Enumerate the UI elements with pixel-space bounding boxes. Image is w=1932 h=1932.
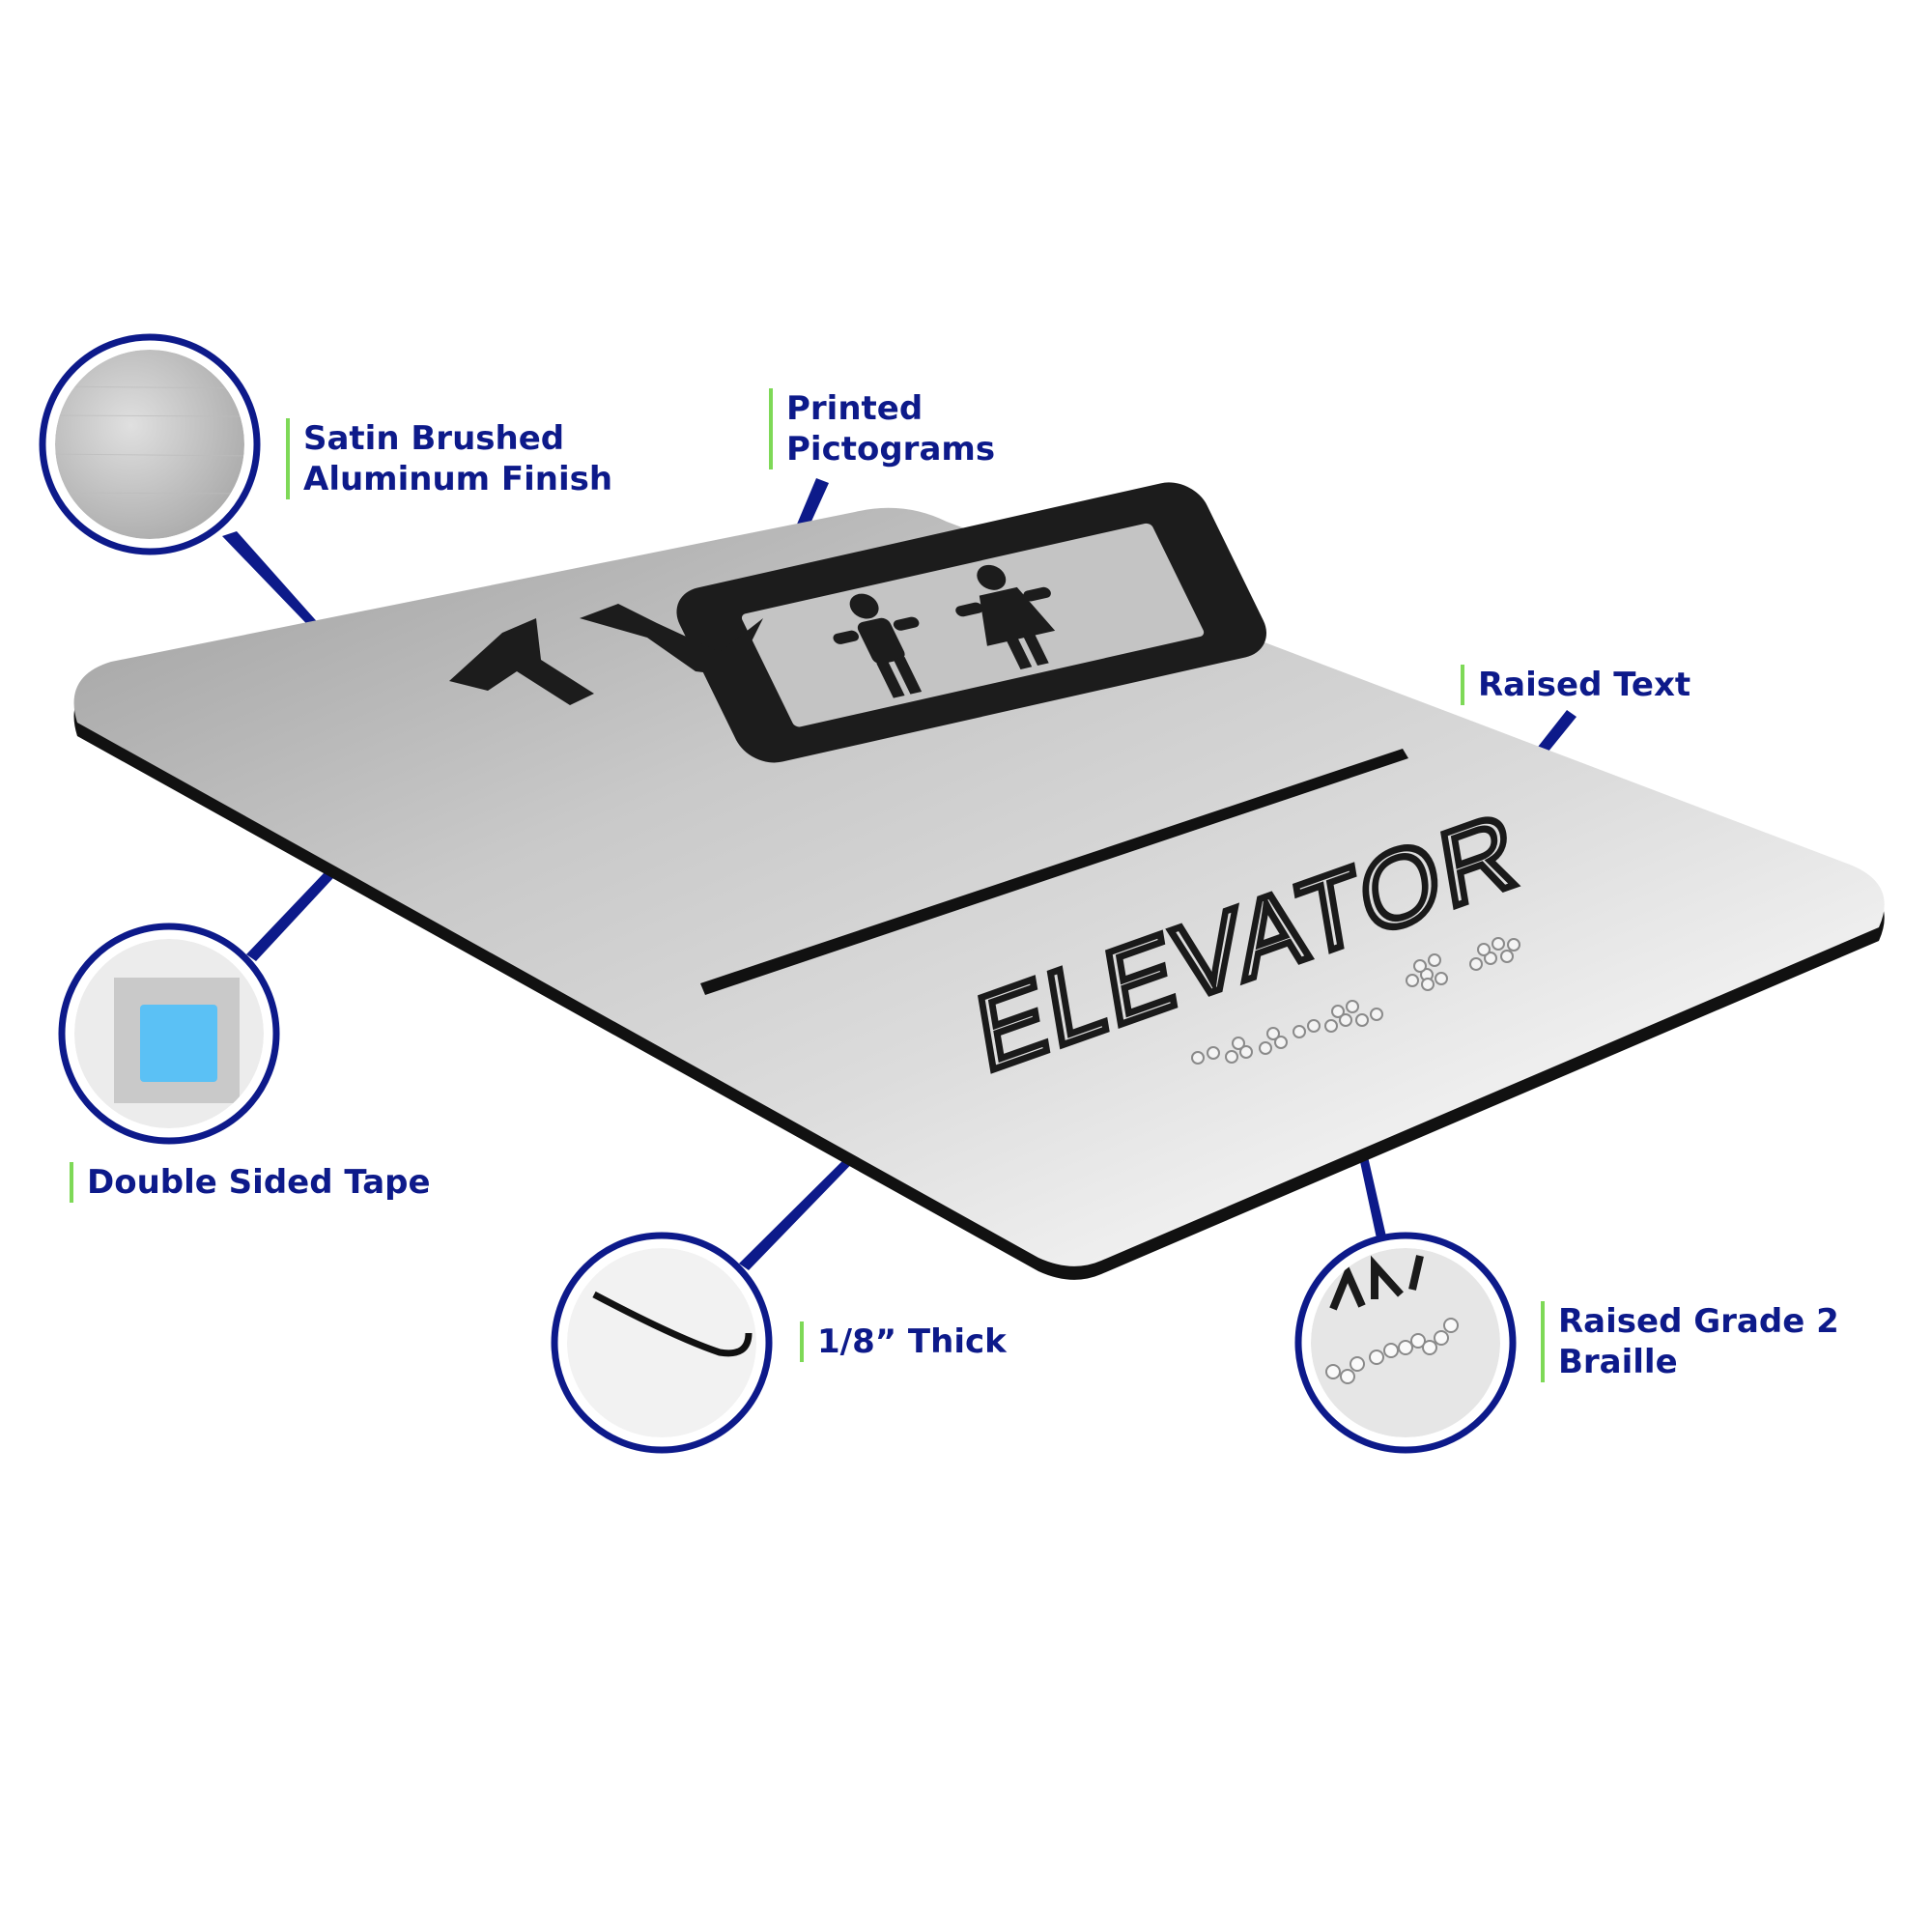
tape-icon: [140, 1005, 217, 1082]
thickness-detail-circle: [551, 1232, 773, 1454]
braille-dots: [1191, 937, 1520, 1065]
callout-pictograms: Printed Pictograms: [769, 388, 995, 469]
divider-line: [700, 749, 1408, 995]
up-arrow-icon: [449, 618, 594, 705]
callout-thickness: 1/8” Thick: [800, 1321, 1007, 1362]
braille-detail-circle: [1294, 1232, 1517, 1454]
callout-raised-text-line1: Raised Text: [1478, 666, 1691, 704]
man-icon: [833, 593, 923, 698]
callout-thickness-line1: 1/8” Thick: [817, 1322, 1007, 1361]
callout-braille-line2: Braille: [1558, 1343, 1678, 1381]
callout-finish: Satin Brushed Aluminum Finish: [286, 418, 612, 499]
callout-pictograms-line2: Pictograms: [786, 430, 996, 469]
callout-braille: Raised Grade 2 Braille: [1541, 1301, 1839, 1382]
callout-tape-line1: Double Sided Tape: [87, 1163, 431, 1202]
down-arrow-icon: [580, 604, 763, 676]
callout-tape: Double Sided Tape: [70, 1162, 431, 1203]
callout-finish-line1: Satin Brushed: [303, 419, 565, 458]
callout-pictograms-line1: Printed: [786, 389, 923, 428]
elevator-pictogram: [449, 482, 1266, 763]
callout-raised-text: Raised Text: [1461, 665, 1690, 705]
finish-detail-circle: [39, 333, 261, 555]
callout-braille-line1: Raised Grade 2: [1558, 1302, 1839, 1341]
callout-finish-line2: Aluminum Finish: [303, 460, 613, 498]
woman-icon: [955, 564, 1056, 669]
sign-plate: [73, 507, 1885, 1266]
tape-detail-circle: [58, 923, 280, 1145]
